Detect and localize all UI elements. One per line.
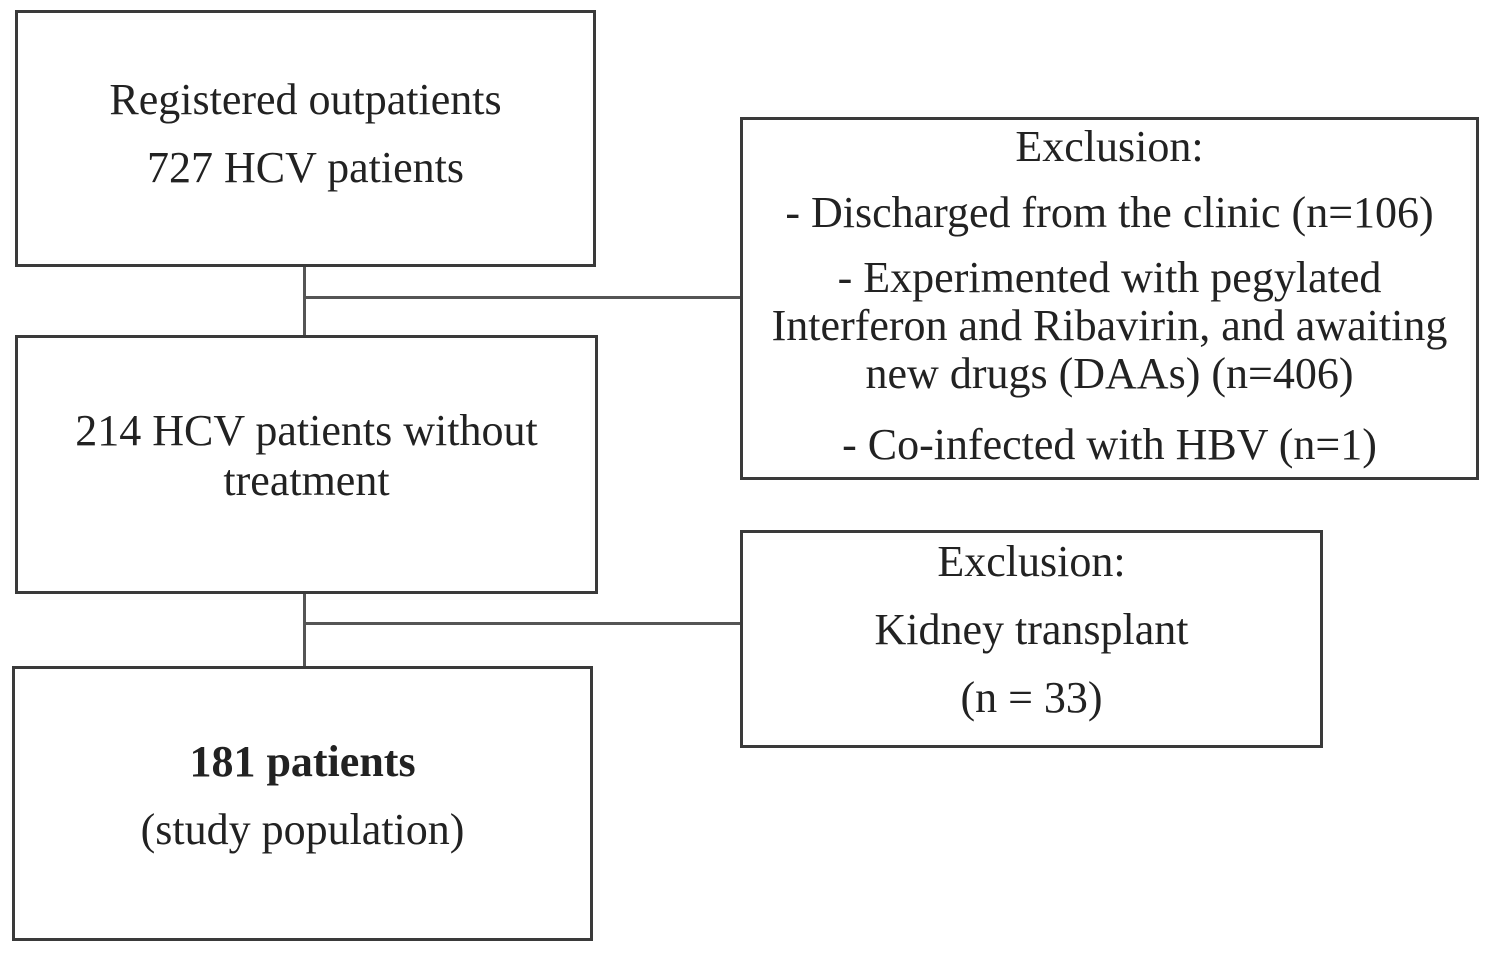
exclusion-1-item-interferon: - Experimented with pegylated Interferon…	[743, 254, 1476, 398]
exclusion-1-item-interferon-line2: Interferon and Ribavirin, and awaiting	[771, 301, 1448, 350]
exclusion-1-item-interferon-line3: new drugs (DAAs) (n=406)	[865, 349, 1354, 398]
registered-count-label: 727 HCV patients	[147, 143, 464, 192]
study-population-count: 181 patients	[189, 737, 416, 786]
exclusion-2-reason: Kidney transplant	[874, 605, 1189, 654]
exclusion-1-heading: Exclusion:	[1015, 122, 1204, 171]
untreated-label-line2: treatment	[223, 456, 390, 505]
exclusion-1-item-discharged: - Discharged from the clinic (n=106)	[785, 188, 1434, 237]
exclusion-2-count: (n = 33)	[960, 673, 1103, 722]
connector-untreated-to-study	[303, 594, 306, 666]
exclusion-2-heading: Exclusion:	[937, 537, 1126, 586]
study-population-label: (study population)	[140, 805, 465, 854]
study-population-box: 181 patients (study population)	[12, 666, 593, 941]
connector-to-exclusion-2	[303, 622, 740, 625]
untreated-label-line1: 214 HCV patients without	[75, 406, 538, 455]
registered-outpatients-label: Registered outpatients	[109, 75, 502, 124]
exclusion-box-1: Exclusion: - Discharged from the clinic …	[740, 117, 1479, 480]
exclusion-box-2: Exclusion: Kidney transplant (n = 33)	[740, 530, 1323, 748]
untreated-patients-box: 214 HCV patients without treatment	[15, 335, 598, 594]
connector-registered-to-untreated	[303, 267, 306, 335]
exclusion-1-item-interferon-line1: - Experimented with pegylated	[837, 253, 1382, 302]
registered-outpatients-box: Registered outpatients 727 HCV patients	[15, 10, 596, 267]
connector-to-exclusion-1	[303, 296, 740, 299]
exclusion-1-item-hbv: - Co-infected with HBV (n=1)	[842, 420, 1377, 469]
